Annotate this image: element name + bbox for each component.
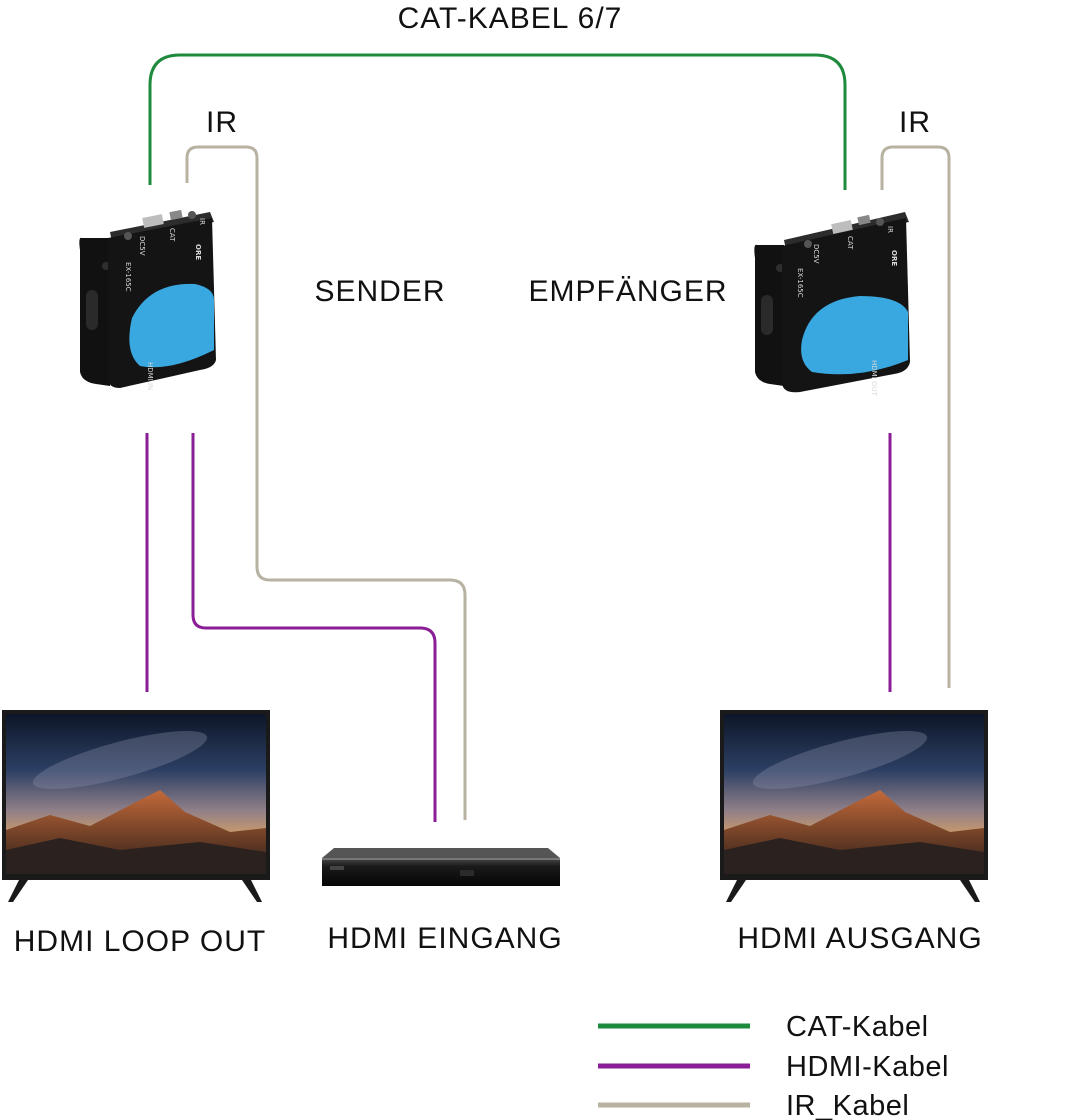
receiver-device: ORE EX-165C DC5V CAT IR HDMI OUT (754, 212, 910, 397)
sender-port-dc-text: DC5V (138, 236, 146, 256)
receiver-port-ir-text: IR (886, 226, 894, 233)
legend-label-cat: CAT-Kabel (786, 1011, 929, 1043)
receiver-label: EMPFÄNGER (528, 275, 727, 308)
ir-cable-line-receiver (880, 145, 951, 688)
receiver-model-text: EX-165C (796, 268, 804, 298)
sender-brand-text: ORE (194, 244, 202, 260)
media-player (322, 848, 560, 886)
hdmi-cable-line-input (191, 433, 437, 822)
sender-label: SENDER (314, 275, 445, 308)
tv-output (720, 710, 988, 902)
receiver-port-cat-text: CAT (846, 236, 854, 250)
sender-device: ORE EX-165C DC5V CAT IR HDMI IN (79, 209, 216, 390)
ir-cable-line-sender (185, 145, 467, 820)
legend-label-hdmi: HDMI-Kabel (786, 1051, 949, 1083)
sender-port-hdmi-in-text: HDMI IN (146, 362, 154, 390)
sender-model-text: EX-165C (124, 262, 132, 292)
hdmi-loop-out-label: HDMI LOOP OUT (14, 925, 266, 958)
ir-label-sender: IR (206, 106, 238, 139)
receiver-port-dc-text: DC5V (812, 244, 820, 264)
receiver-port-hdmi-out-text: HDMI OUT (870, 360, 878, 397)
legend-label-ir: IR_Kabel (786, 1090, 909, 1120)
legend: CAT-Kabel HDMI-Kabel IR_Kabel (598, 1011, 949, 1120)
cat-cable-title: CAT-KABEL 6/7 (398, 2, 623, 35)
hdmi-input-label: HDMI EINGANG (327, 922, 562, 955)
cat-cable-line (148, 53, 847, 190)
receiver-brand-text: ORE (890, 250, 898, 266)
sender-port-cat-text: CAT (168, 228, 176, 242)
sender-port-ir-text: IR (198, 218, 206, 225)
hdmi-output-label: HDMI AUSGANG (737, 922, 982, 955)
tv-loop-out (2, 710, 270, 902)
ir-label-receiver: IR (899, 106, 931, 139)
